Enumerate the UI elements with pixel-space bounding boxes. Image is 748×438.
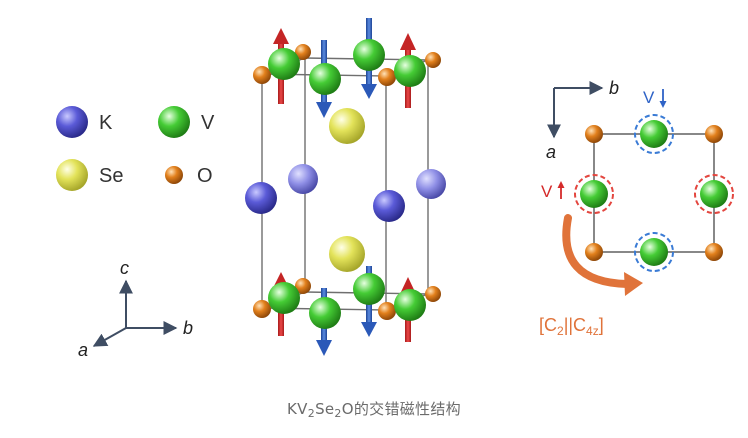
o-atom [705, 125, 723, 143]
v-spin-up-label: V [541, 182, 553, 201]
axis-label-c: c [120, 258, 129, 278]
o-atom [295, 278, 311, 294]
v-atom [268, 48, 300, 80]
spin-up-arrow [400, 33, 416, 50]
v-atom [268, 282, 300, 314]
axes-triad-right [547, 81, 604, 139]
spin-down-arrow [361, 84, 377, 99]
k-atom [373, 190, 405, 222]
spin-down-arrow [316, 102, 332, 118]
figure-caption: KV2Se2O的交错磁性结构 [287, 400, 461, 420]
unit-cell [245, 18, 446, 356]
v-atom [700, 180, 728, 208]
small-up-arrow-icon [557, 181, 565, 199]
a-axis-arrow [92, 327, 127, 347]
o-atom [378, 302, 396, 320]
v-atom [394, 289, 426, 321]
o-atom [253, 66, 271, 84]
k-atom-icon [56, 106, 88, 138]
axis-label-a-right: a [546, 142, 556, 162]
dashed-ring-blue [634, 114, 674, 154]
o-atom [378, 68, 396, 86]
top-layer [253, 18, 441, 118]
o-atom [253, 300, 271, 318]
legend-item-se: Se [56, 159, 123, 191]
v-spin-down-label: V [643, 88, 655, 107]
unit-cell-edges [261, 57, 429, 311]
spin-up-arrow [273, 28, 289, 44]
se-atom-icon [56, 159, 88, 191]
dashed-ring-red [574, 174, 614, 214]
legend-label-o: O [197, 165, 213, 187]
symmetry-operation-label: [C2||C4z] [539, 315, 604, 338]
legend-item-o: O [165, 165, 213, 187]
spin-down-arrow [361, 322, 377, 337]
v-atom [353, 273, 385, 305]
dashed-ring-blue [634, 232, 674, 272]
v-atom [394, 55, 426, 87]
axis-label-b: b [183, 318, 193, 338]
spin-down-arrow [316, 340, 332, 356]
axis-label-a: a [78, 340, 88, 360]
legend-label-v: V [201, 112, 215, 134]
legend-item-k: K [56, 106, 113, 138]
o-atom [425, 52, 441, 68]
dashed-ring-red [694, 174, 734, 214]
v-atom [353, 39, 385, 71]
curved-arrow-icon [562, 214, 643, 296]
v-atom [640, 238, 668, 266]
legend-label-se: Se [99, 165, 123, 187]
v-atom [640, 120, 668, 148]
small-down-arrow-icon [659, 89, 667, 108]
axes-triad-left [92, 279, 178, 347]
axis-label-b-right: b [609, 78, 619, 98]
k-atom [416, 169, 446, 199]
legend: K V Se O [56, 106, 215, 191]
o-atom [295, 44, 311, 60]
v-atom-icon [158, 106, 190, 138]
v-atom [309, 63, 341, 95]
v-atom [309, 297, 341, 329]
k-atom [245, 182, 277, 214]
legend-item-v: V [158, 106, 215, 138]
se-atom [329, 236, 365, 272]
v-atom [580, 180, 608, 208]
o-atom [425, 286, 441, 302]
o-atom [705, 243, 723, 261]
o-atom [585, 125, 603, 143]
k-atom [288, 164, 318, 194]
bottom-layer [253, 266, 441, 356]
o-atom [585, 243, 603, 261]
legend-label-k: K [99, 112, 113, 134]
o-atom-icon [165, 166, 183, 184]
se-atom [329, 108, 365, 144]
right-panel: b a V V [539, 78, 734, 338]
